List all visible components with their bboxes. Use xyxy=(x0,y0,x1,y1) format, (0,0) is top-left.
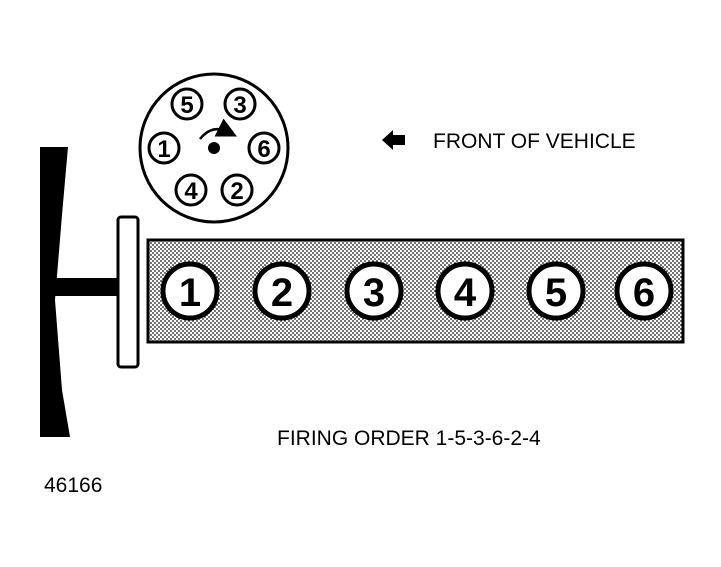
cap-terminal-3: 3 xyxy=(223,87,257,121)
cylinder-circle xyxy=(614,261,674,321)
terminal-circle xyxy=(147,131,181,165)
cylinder-number: 6 xyxy=(633,271,655,315)
cap-terminal-4: 4 xyxy=(174,173,208,207)
cap-terminal-6: 6 xyxy=(247,131,281,165)
firing-order-label: FIRING ORDER 1-5-3-6-2-4 xyxy=(277,427,541,450)
cylinder-row: 1 2 3 4 5 6 xyxy=(160,261,674,321)
terminal-number: 5 xyxy=(180,92,193,119)
fan xyxy=(40,147,120,437)
cylinder-circle xyxy=(435,261,495,321)
cylinder-circle xyxy=(526,261,586,321)
terminal-number: 6 xyxy=(257,136,270,163)
cylinder-4: 4 xyxy=(435,261,495,321)
crank-pulley xyxy=(116,215,140,369)
cylinder-5: 5 xyxy=(526,261,586,321)
engine-block xyxy=(146,238,685,344)
cylinder-number: 1 xyxy=(179,271,201,315)
cylinder-number: 4 xyxy=(454,271,477,315)
front-of-vehicle-label: FRONT OF VEHICLE xyxy=(433,130,636,153)
distributor-cap: 5 3 1 6 4 2 xyxy=(138,72,290,224)
cylinder-circle xyxy=(160,261,220,321)
fan-shaft xyxy=(40,278,120,296)
cap-terminal-5: 5 xyxy=(170,87,204,121)
terminal-number: 2 xyxy=(230,178,243,205)
cylinder-3: 3 xyxy=(344,261,404,321)
terminal-number: 3 xyxy=(233,92,246,119)
cap-terminal-2: 2 xyxy=(220,173,254,207)
rotor-center xyxy=(208,142,220,154)
cylinder-2: 2 xyxy=(252,261,312,321)
rotation-arrow-icon xyxy=(199,118,237,140)
cylinder-circle xyxy=(252,261,312,321)
terminal-circle xyxy=(223,87,257,121)
cylinder-6: 6 xyxy=(614,261,674,321)
cylinder-number: 5 xyxy=(545,271,567,315)
cylinder-circle xyxy=(344,261,404,321)
cylinder-number: 3 xyxy=(363,271,385,315)
terminal-circle xyxy=(220,173,254,207)
cap-terminal-1: 1 xyxy=(147,131,181,165)
terminal-circle xyxy=(247,131,281,165)
terminal-number: 1 xyxy=(157,136,170,163)
cylinder-number: 2 xyxy=(271,271,293,315)
cylinder-1: 1 xyxy=(160,261,220,321)
figure-number: 46166 xyxy=(44,474,102,497)
terminal-circle xyxy=(170,87,204,121)
terminal-number: 4 xyxy=(184,178,198,205)
front-indicator: FRONT OF VEHICLE xyxy=(382,130,636,153)
terminal-circle xyxy=(174,173,208,207)
left-arrow-icon xyxy=(382,130,405,150)
